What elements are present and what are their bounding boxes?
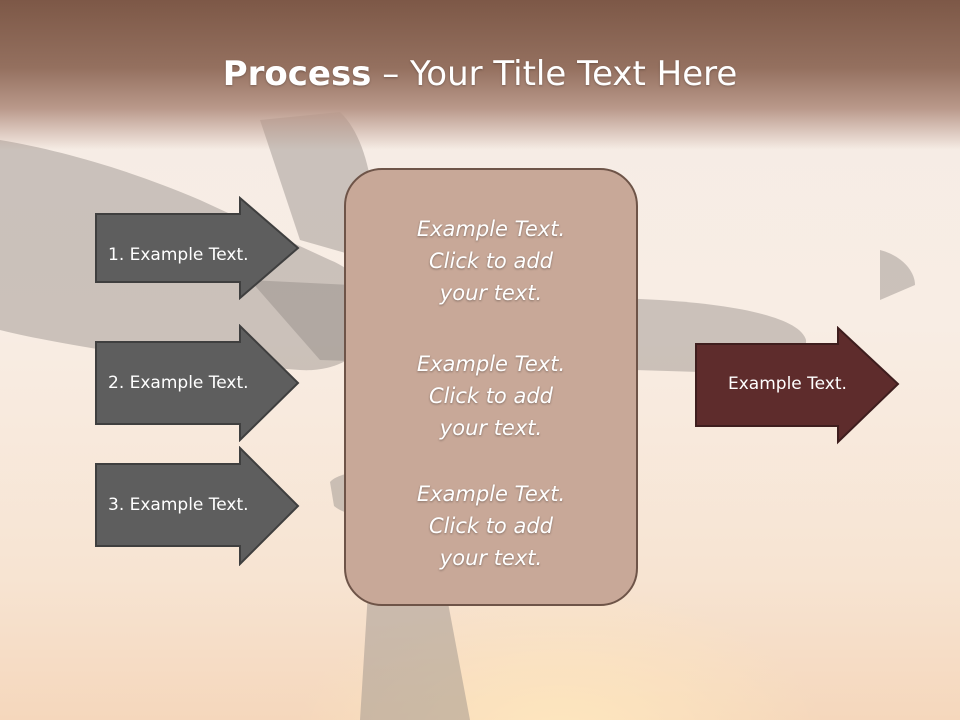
- center-text-block-2[interactable]: Example Text. Click to add your text.: [344, 348, 638, 444]
- center-text-line: your text.: [439, 546, 543, 570]
- center-text-line: Click to add: [428, 384, 553, 408]
- center-text-block-1[interactable]: Example Text. Click to add your text.: [344, 213, 638, 309]
- center-text-line: Click to add: [428, 249, 553, 273]
- title-rest: – Your Title Text Here: [371, 54, 738, 94]
- slide-title: Process – Your Title Text Here: [0, 52, 960, 96]
- center-text-box[interactable]: [344, 168, 638, 606]
- center-text-block-3[interactable]: Example Text. Click to add your text.: [344, 478, 638, 574]
- input-arrow-3[interactable]: [94, 446, 300, 566]
- center-text-line: Click to add: [428, 514, 553, 538]
- input-arrow-2[interactable]: [94, 324, 300, 442]
- center-text-line: Example Text.: [416, 352, 566, 376]
- center-text-line: Example Text.: [416, 217, 566, 241]
- input-arrow-1-label: 1. Example Text.: [108, 245, 249, 265]
- output-arrow-label: Example Text.: [728, 374, 847, 394]
- center-text-line: your text.: [439, 416, 543, 440]
- output-arrow[interactable]: [694, 326, 900, 446]
- input-arrow-2-label: 2. Example Text.: [108, 373, 249, 393]
- center-text-line: your text.: [439, 281, 543, 305]
- center-text-line: Example Text.: [416, 482, 566, 506]
- input-arrow-3-label: 3. Example Text.: [108, 495, 249, 515]
- input-arrow-1[interactable]: [94, 196, 300, 300]
- title-strong: Process: [222, 54, 372, 94]
- title-band: [0, 0, 960, 150]
